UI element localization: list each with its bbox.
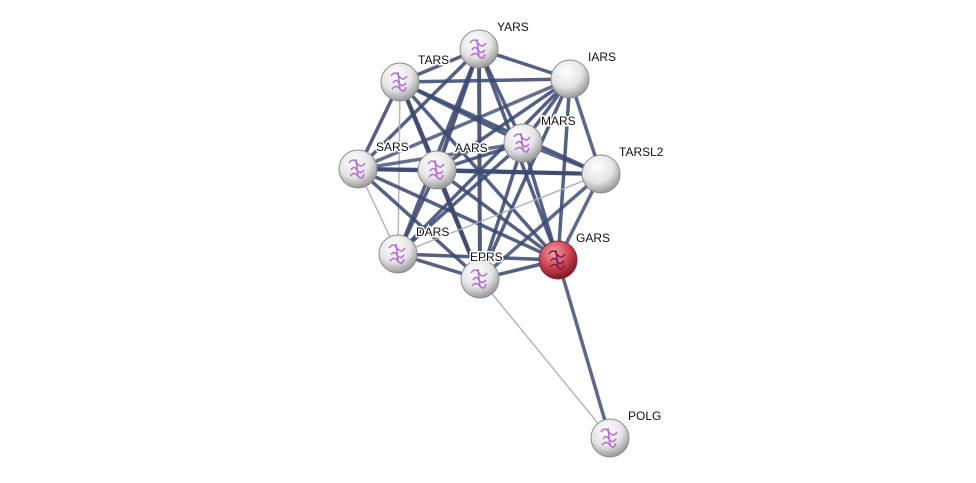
node-label: EPRS: [470, 250, 503, 264]
node-label: DARS: [416, 225, 449, 239]
node-iars[interactable]: IARS: [550, 49, 618, 99]
node-sphere[interactable]: [460, 259, 500, 299]
edge-mars-gars[interactable]: [521, 142, 560, 261]
node-label: MARS: [541, 114, 576, 128]
edge-eprs-polg[interactable]: [479, 278, 611, 439]
node-tarsl2[interactable]: TARSL2: [581, 144, 665, 194]
node-sphere[interactable]: [378, 234, 418, 274]
node-label: YARS: [497, 20, 529, 34]
node-dars[interactable]: DARS: [378, 224, 451, 274]
edge-sars-eprs[interactable]: [356, 167, 482, 281]
edge-sars-gars[interactable]: [357, 167, 559, 262]
node-polg[interactable]: POLG: [590, 408, 663, 458]
edge-iars-eprs[interactable]: [478, 78, 572, 280]
node-aars[interactable]: AARS: [417, 140, 489, 190]
node-sphere[interactable]: [590, 418, 630, 458]
edge-aars-eprs[interactable]: [435, 169, 482, 280]
node-sphere[interactable]: [503, 123, 543, 163]
protein-structure-icon: [548, 249, 566, 270]
node-sphere[interactable]: [338, 149, 378, 189]
node-label: AARS: [455, 141, 488, 155]
protein-structure-icon: [600, 427, 618, 448]
edge-tarsl2-eprs[interactable]: [478, 172, 603, 281]
node-mars[interactable]: MARS: [503, 113, 577, 163]
edge-tarsl2-dars[interactable]: [397, 173, 602, 255]
edge-iars-dars[interactable]: [396, 77, 572, 256]
protein-structure-icon: [469, 38, 487, 59]
node-yars[interactable]: YARS: [459, 19, 530, 69]
node-sphere[interactable]: [538, 240, 578, 280]
edge-iars-aars[interactable]: [436, 77, 571, 172]
protein-structure-icon: [427, 159, 445, 180]
edge-gars-polg[interactable]: [556, 259, 612, 439]
protein-structure-icon: [513, 132, 531, 153]
node-sphere[interactable]: [550, 59, 590, 99]
node-sphere[interactable]: [459, 29, 499, 69]
edge-iars-gars[interactable]: [556, 78, 572, 261]
node-label: TARS: [418, 53, 449, 67]
protein-structure-icon: [388, 243, 406, 264]
node-eprs[interactable]: EPRS: [460, 249, 504, 299]
node-sphere[interactable]: [417, 150, 457, 190]
edge-iars-sars[interactable]: [357, 77, 571, 171]
edge-mars-dars[interactable]: [396, 141, 525, 256]
node-label: SARS: [376, 140, 409, 154]
node-label: TARSL2: [619, 145, 664, 159]
edge-tars-iars[interactable]: [399, 77, 571, 84]
protein-structure-icon: [470, 268, 488, 289]
node-tars[interactable]: TARS: [380, 52, 451, 102]
node-gars[interactable]: GARS: [538, 230, 612, 280]
node-sars[interactable]: SARS: [338, 139, 410, 189]
protein-structure-icon: [390, 71, 408, 92]
edge-aars-tarsl2[interactable]: [436, 168, 602, 176]
protein-structure-icon: [348, 158, 366, 179]
node-label: GARS: [576, 231, 610, 245]
node-label: POLG: [628, 409, 661, 423]
node-label: IARS: [588, 50, 616, 64]
edge-yars-eprs[interactable]: [477, 48, 482, 280]
edge-yars-sars[interactable]: [356, 47, 481, 171]
node-sphere[interactable]: [380, 62, 420, 102]
edge-dars-gars[interactable]: [397, 252, 559, 262]
node-sphere[interactable]: [581, 154, 621, 194]
